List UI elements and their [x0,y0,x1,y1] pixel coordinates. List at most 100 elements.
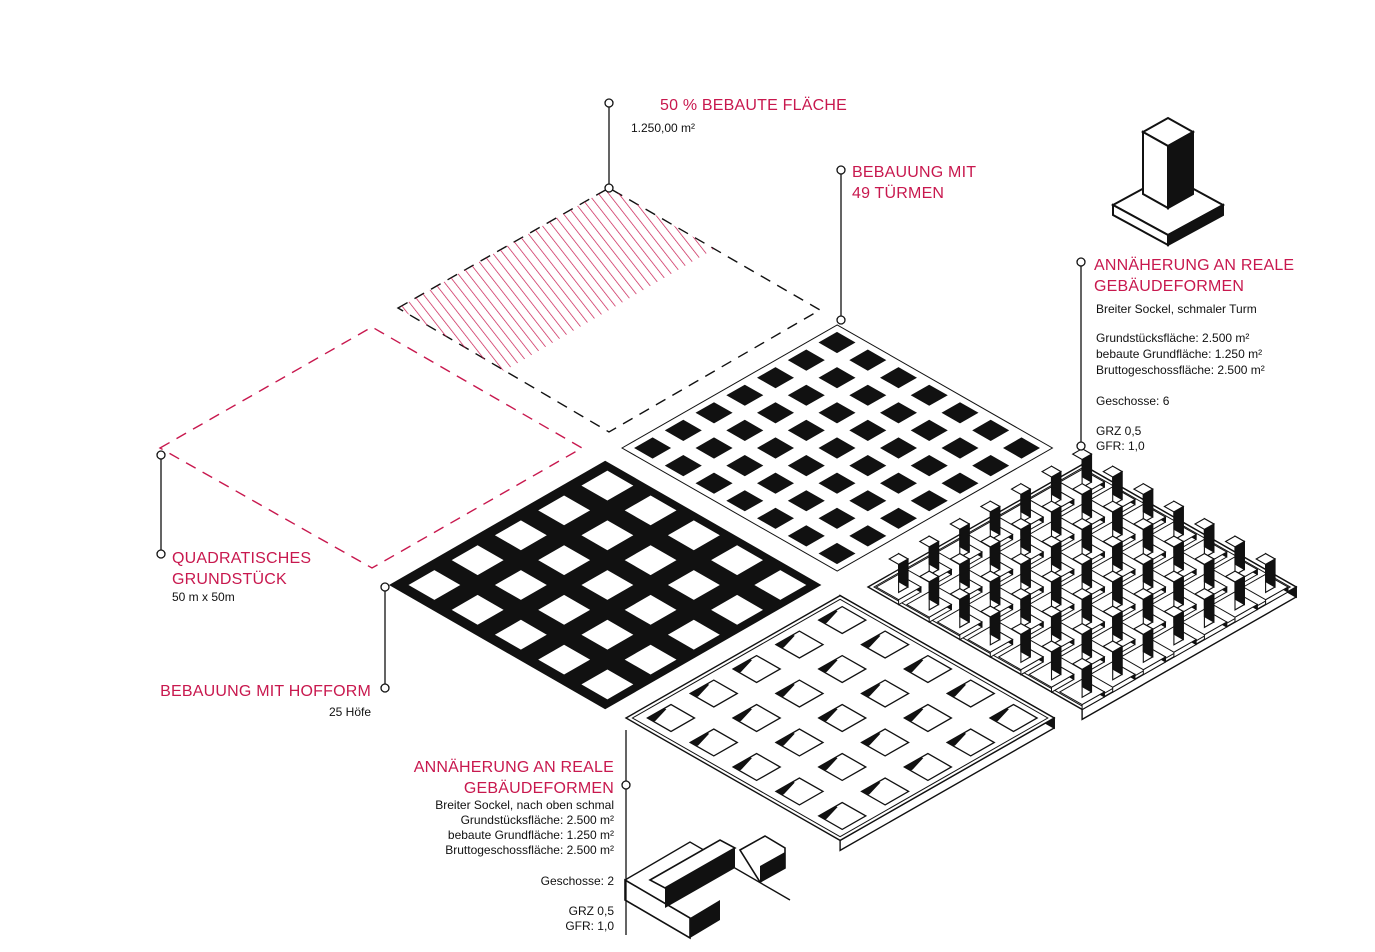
tower-footprint [849,490,887,512]
tower-real-grz: GRZ 0,5 [1096,424,1142,438]
courtyard-opening [538,495,591,526]
leader-lines [156,98,1086,935]
tower-real-gross-floor: Bruttogeschossfläche: 2.500 m² [1096,363,1265,377]
court-real-plot-area: Grundstücksfläche: 2.500 m² [460,813,614,827]
tower-grid-plan [620,324,1054,572]
courtyard-icon [624,835,791,940]
tower-footprint [664,455,702,477]
courtyard-opening [667,520,720,551]
built-area-plot [396,187,822,433]
towers-title-1: BEBAUUNG MIT [852,164,977,181]
courtyard-opening [624,644,677,675]
tower-footprint [757,472,794,494]
tower-footprint [757,437,794,459]
square-plot-value: 50 m x 50m [172,590,235,604]
tower-footprint [849,455,887,477]
tower-footprint [941,472,979,494]
tower-footprint [880,437,917,459]
court-real-floors: Geschosse: 2 [540,874,614,888]
courtyard-opening [711,545,763,576]
courtyard-opening [538,545,591,576]
tower-footprint [910,419,948,441]
tower-icon [1110,116,1226,247]
tower-footprint [787,349,825,371]
tower-footprint [818,331,856,354]
court-real-gross-floor: Bruttogeschossfläche: 2.500 m² [445,843,614,857]
tower-footprint [849,384,887,406]
courtyard-opening [494,570,547,600]
built-area-hatch [398,188,714,371]
court-real-title-2: GEBÄUDEFORMEN [463,780,614,797]
courtyard-opening [494,520,547,551]
tower-footprint [880,472,917,494]
square-plot-outline [158,326,584,569]
courtyard-opening [581,619,634,650]
square-plot-title-1: QUADRATISCHES [172,550,312,567]
courtyard-opening [408,570,461,600]
built-area-title: 50 % BEBAUTE FLÄCHE [660,97,847,114]
tower-footprint [757,402,794,424]
tower-footprint [910,384,948,406]
tower-footprint [818,542,856,565]
court-real-footprint: bebaute Grundfläche: 1.250 m² [447,828,614,842]
tower-footprint [818,437,856,459]
courtyard-opening [451,545,504,576]
tower-footprint [910,455,948,477]
courtyard-opening [754,570,807,600]
court-real-title-1: ANNÄHERUNG AN REALE [413,759,614,776]
tower-footprint [818,367,856,389]
tower-real-footprint: bebaute Grundfläche: 1.250 m² [1096,347,1263,361]
tower-footprint [880,507,917,529]
tower-footprint [787,455,825,477]
tower-real-floors: Geschosse: 6 [1096,394,1170,408]
tower-footprint [787,384,825,406]
tower-footprint [757,507,794,529]
square-plot-title-2: GRUNDSTÜCK [172,571,287,588]
tower-real-description: Breiter Sockel, schmaler Turm [1096,302,1257,316]
tower-footprint [849,419,887,441]
tower-footprint [726,490,764,512]
tower-real-form [866,447,1298,721]
tower-footprint [910,490,948,512]
tower-footprint [726,455,764,477]
tower-footprint [941,402,979,424]
courtyard-opening [581,470,634,501]
courtyard-value: 25 Höfe [328,705,371,719]
courtyard-opening [581,520,634,551]
tower-footprint [941,437,979,459]
tower-footprint [849,525,887,547]
courtyard-opening [624,545,677,576]
courtyard-title: BEBAUUNG MIT HOFFORM [160,683,371,700]
tower-footprint [695,437,733,459]
tower-footprint [726,419,764,441]
courtyard-real-form [624,594,1056,852]
tower-footprint [787,419,825,441]
courtyard-opening [624,594,677,625]
courtyard-opening [538,594,591,625]
tower-real-plot-area: Grundstücksfläche: 2.500 m² [1096,331,1250,345]
tower-footprint [818,507,856,529]
courtyard-opening [494,619,547,650]
built-area-value: 1.250,00 m² [631,121,696,135]
courtyard-opening [667,570,720,600]
tower-footprint [818,402,856,424]
tower-footprint [695,402,733,424]
tower-footprint [695,472,733,494]
tower-footprint [880,402,917,424]
courtyard-opening [667,619,720,650]
tower-real-title-1: ANNÄHERUNG AN REALE [1094,257,1295,274]
courtyard-block-grid [389,460,822,710]
tower-real-title-2: GEBÄUDEFORMEN [1094,278,1245,295]
courtyard-opening [581,570,634,600]
tower-footprint [664,419,702,441]
courtyard-opening [581,669,634,700]
tower-footprint [818,472,856,494]
court-real-grz: GRZ 0,5 [568,904,614,918]
courtyard-opening [711,594,763,625]
tower-footprint [849,349,887,371]
tower-footprint [787,490,825,512]
tower-footprint [787,525,825,547]
courtyard-opening [451,594,504,625]
courtyard-opening [538,644,591,675]
